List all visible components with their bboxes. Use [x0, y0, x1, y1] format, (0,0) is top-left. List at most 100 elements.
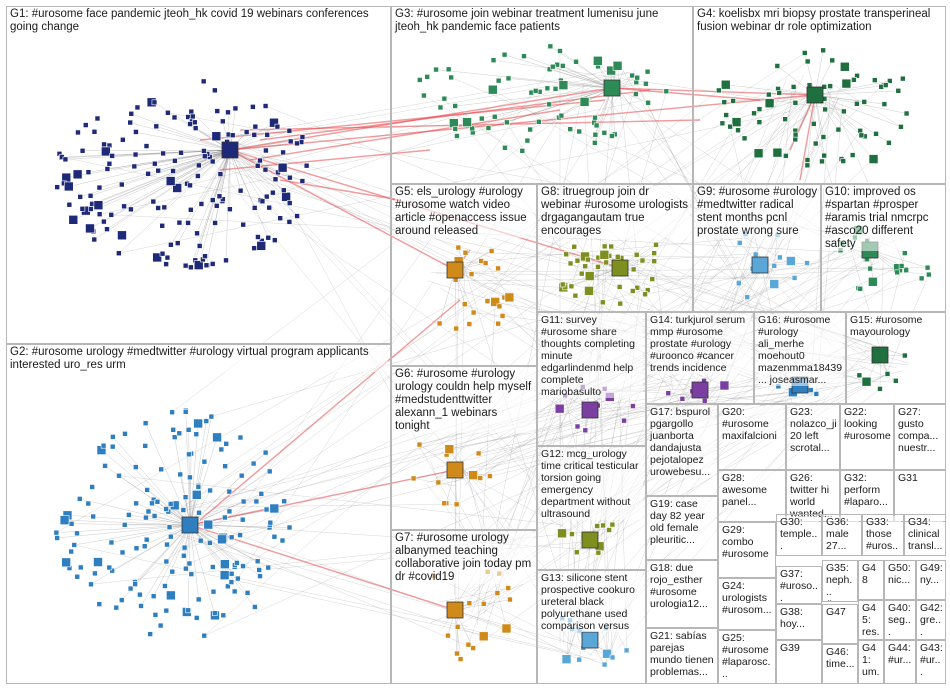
node-avatar	[101, 218, 107, 225]
node-avatar	[272, 176, 279, 183]
node-avatar	[180, 507, 187, 513]
node-avatar	[294, 213, 300, 219]
node-avatar	[240, 221, 246, 228]
node-avatar	[79, 205, 86, 212]
node-avatar	[856, 372, 863, 379]
node-avatar	[63, 181, 74, 192]
node-avatar	[94, 115, 101, 122]
cluster-label-g36: G36: male 27...	[826, 516, 859, 552]
node-avatar	[74, 530, 80, 537]
node-avatar	[96, 601, 103, 607]
inter-cluster-edge	[858, 365, 896, 382]
node-avatar	[719, 380, 730, 391]
cluster-edge	[112, 524, 191, 571]
node-avatar	[217, 534, 227, 545]
node-avatar	[144, 487, 150, 493]
node-avatar	[286, 128, 293, 134]
node-avatar	[634, 284, 641, 291]
node-avatar	[723, 112, 729, 118]
inter-cluster-edge	[173, 306, 500, 513]
cluster-edge	[164, 524, 191, 587]
node-avatar	[181, 552, 187, 559]
cluster-edge	[130, 122, 231, 151]
node-avatar	[552, 86, 559, 92]
cluster-panel-g18: G18: due rojo_esther #urosome urologia12…	[646, 560, 718, 628]
node-avatar	[903, 267, 909, 274]
node-avatar	[756, 119, 763, 125]
node-avatar	[193, 615, 200, 621]
node-avatar	[209, 197, 216, 203]
node-avatar	[226, 508, 233, 515]
node-avatar	[155, 205, 161, 211]
cluster-panel-g23: G23: nolazco_ji 20 left scrotal...	[786, 404, 840, 470]
inter-cluster-edge	[118, 110, 794, 254]
node-avatar	[91, 236, 98, 243]
node-avatar	[527, 126, 533, 133]
node-avatar	[209, 261, 216, 267]
node-avatar	[222, 514, 228, 521]
node-avatar	[835, 126, 842, 133]
node-avatar	[274, 123, 281, 130]
inter-cluster-edge	[605, 255, 905, 356]
cluster-panel-g27: G27: gusto compa... nuestr...	[894, 404, 946, 470]
cluster-edge	[189, 524, 244, 567]
node-avatar	[219, 570, 230, 580]
node-avatar	[228, 534, 235, 541]
node-avatar	[131, 163, 138, 170]
node-avatar	[220, 559, 230, 569]
highlight-edge	[611, 87, 761, 101]
cluster-panel-g28: G28: awesome panel...	[718, 470, 786, 522]
node-avatar	[410, 475, 417, 482]
node-avatar	[445, 66, 452, 73]
inter-cluster-edge	[167, 531, 484, 637]
node-avatar	[665, 390, 672, 397]
node-avatar	[85, 169, 92, 175]
node-avatar	[651, 250, 657, 256]
highlight-edge	[799, 94, 816, 181]
cluster-label-g40: G40: seg...	[888, 602, 913, 638]
node-avatar	[594, 523, 601, 529]
cluster-edge	[454, 609, 507, 629]
cluster-edge	[814, 90, 899, 96]
node-avatar	[663, 88, 670, 95]
cluster-label-g34: G34: clinical transl...	[908, 516, 943, 552]
node-avatar	[559, 281, 566, 288]
node-avatar	[536, 119, 542, 125]
cluster-panel-g21: G21: sabías parejas mundo tienen problem…	[646, 628, 718, 684]
node-avatar	[790, 84, 797, 90]
node-avatar	[187, 474, 193, 481]
node-avatar	[633, 251, 640, 258]
node-avatar	[777, 254, 783, 261]
inter-cluster-edge	[850, 265, 929, 275]
cluster-panel-g34: G34: clinical transl...	[904, 514, 946, 556]
inter-cluster-edge	[435, 385, 725, 479]
inter-cluster-edge	[56, 95, 810, 533]
node-avatar	[416, 441, 423, 448]
cluster-edge	[529, 87, 613, 130]
node-avatar	[159, 222, 166, 229]
node-avatar	[424, 74, 430, 80]
node-avatar	[150, 198, 157, 205]
node-avatar	[812, 140, 819, 147]
node-avatar	[783, 153, 789, 159]
node-avatar	[263, 193, 270, 200]
node-avatar	[127, 585, 134, 592]
node-avatar	[104, 226, 110, 232]
node-avatar	[118, 181, 125, 188]
cluster-edge	[189, 524, 239, 579]
cluster-label-g7: G7: #urosome urology albanymed teaching …	[395, 532, 534, 584]
inter-cluster-edge	[617, 65, 640, 279]
node-avatar	[455, 244, 462, 251]
node-avatar	[210, 564, 216, 570]
node-avatar	[642, 291, 648, 298]
node-avatar	[868, 277, 878, 287]
node-avatar	[209, 158, 216, 165]
node-avatar	[196, 509, 202, 516]
node-avatar	[240, 498, 247, 505]
cluster-label-g42: G42: gre...	[920, 602, 943, 638]
cluster-label-g26: G26: twitter hi world wanted...	[790, 472, 837, 520]
node-avatar	[609, 133, 615, 139]
node-avatar	[254, 162, 261, 169]
node-avatar	[561, 654, 572, 664]
node-avatar	[574, 257, 581, 264]
